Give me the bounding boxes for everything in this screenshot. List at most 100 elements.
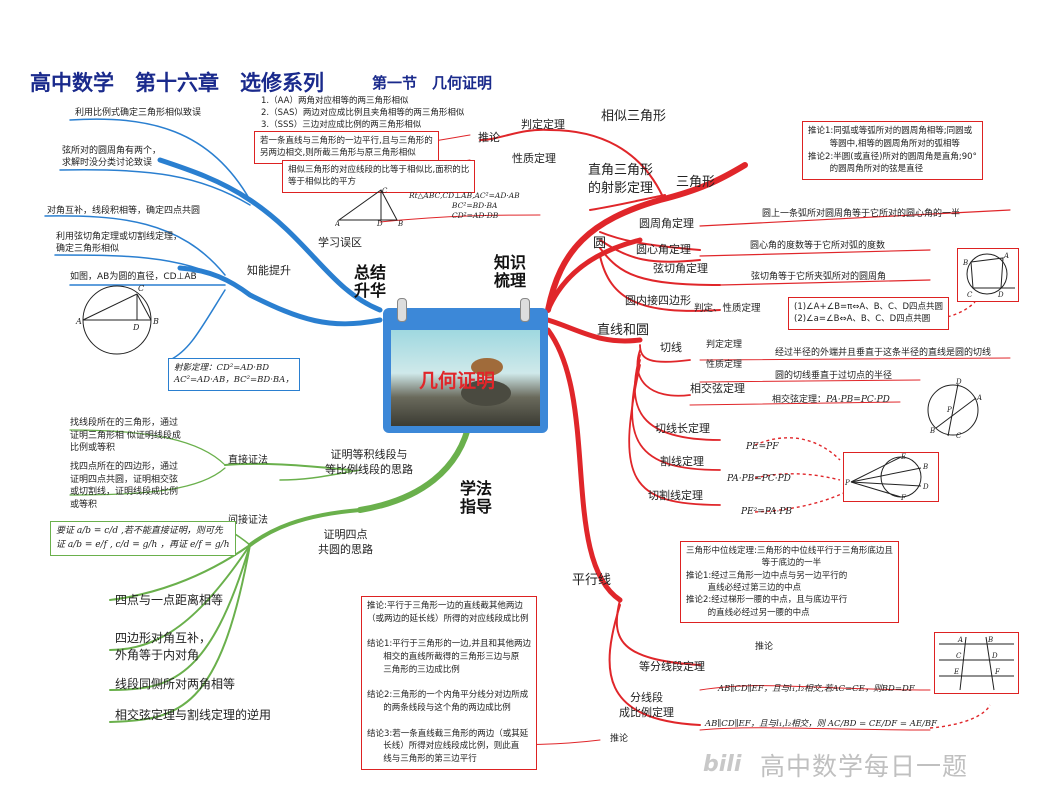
indirect-proof-label: 间接证法 xyxy=(228,515,268,526)
svg-text:B: B xyxy=(929,427,935,435)
tangent-secant-formula: PE²=PA·PB xyxy=(741,507,793,517)
circle-diameter-figure: A B C D xyxy=(75,284,159,355)
stone-shape xyxy=(471,358,503,376)
similar-case-3: 3.（SSS）三边对应成比例的两三角形相似 xyxy=(261,120,422,130)
property-box: 相似三角形的对应线段的比等于相似比,面积的比等于相似比的平方 xyxy=(282,160,476,193)
cyclic-quad-box: (1)∠A+∠B=π⇔A、B、C、D四点共圆(2)∠a=∠B⇔A、B、C、D四点… xyxy=(788,297,950,330)
tangent-length-formula: PE=PF xyxy=(746,442,779,452)
tangent-chord-theorem: 弦切角定理 xyxy=(653,262,708,275)
cyclic-method-4: 相交弦定理与割线定理的逆用 xyxy=(115,708,272,722)
proportional-segment-formula: AB∥CD∥EF，且与l₁,l₂相交，则 AC/BD = CE/DF = AE/… xyxy=(705,719,938,729)
svg-text:D: D xyxy=(132,323,140,332)
mistake-2: 弦所对的圆周角有两个，求解时没分类讨论致误 xyxy=(62,146,162,169)
svg-text:P: P xyxy=(844,479,850,487)
proportional-corollary-box: 推论:平行于三角形一边的直线截其他两边（或两边的延长线）所得的对应线段成比例结论… xyxy=(361,596,537,770)
svg-text:D: D xyxy=(955,378,962,386)
improve-label: 知能提升 xyxy=(247,264,291,277)
equal-segment-theorem: 等分线段定理 xyxy=(639,660,705,673)
mistake-1: 利用比例式确定三角形相似致误 xyxy=(75,108,202,118)
cyclic-quad-label: 圆内接四边形 xyxy=(625,294,691,307)
tangent-property-text: 圆的切线垂直于过切点的半径 xyxy=(775,371,893,381)
central-angle-text: 圆心角的度数等于它所对弧的度数 xyxy=(750,241,886,251)
svg-text:E: E xyxy=(953,668,959,676)
judge-theorem-label: 判定定理 xyxy=(521,118,565,131)
corollary-label: 推论 xyxy=(478,131,500,144)
stone-shape xyxy=(461,380,511,406)
cyclic-method-3: 线段同侧所对两角相等 xyxy=(115,677,236,691)
svg-text:B: B xyxy=(962,259,968,267)
property-theorem-label: 性质定理 xyxy=(512,152,556,165)
triangle-label: 三角形 xyxy=(676,175,716,190)
line-circle-label: 直线和圆 xyxy=(597,323,650,338)
indirect-proof-box: 要证 a/b = c/d ,若不能直接证明，则可先证 a/b = e/f , c… xyxy=(50,521,236,556)
svg-text:B: B xyxy=(397,220,403,226)
equal-segment-formula: AB∥CD∥EF，且与l₁,l₂相交,若AC=CE，则BD=DF xyxy=(718,684,915,694)
tangent-label: 切线 xyxy=(660,341,682,354)
parallel-lines-label: 平行线 xyxy=(572,573,612,588)
svg-text:B: B xyxy=(987,636,993,644)
tangent-judge-label: 判定定理 xyxy=(706,340,743,350)
calendar-ring-left-icon xyxy=(397,298,407,322)
svg-text:C: C xyxy=(382,187,388,195)
intersecting-chords-theorem: 相交弦定理 xyxy=(690,382,745,395)
cyclic-method-2: 四边形对角互补，外角等于内对角 xyxy=(115,631,212,662)
right-triangle-figure: A B C D xyxy=(335,187,403,226)
secant-formula: PA·PB=PC·PD xyxy=(727,474,791,484)
tangent-judge-text: 经过半径的外端并且垂直于这条半径的直线是圆的切线 xyxy=(775,348,992,358)
hub-method: 学法指导 xyxy=(460,479,493,517)
product-proof-label: 证明等积线段与等比例线段的思路 xyxy=(325,448,413,476)
svg-text:C: C xyxy=(956,652,962,660)
direct-proof-label: 直接证法 xyxy=(228,455,268,466)
inscribed-angle-theorem: 圆周角定理 xyxy=(639,217,694,230)
center-banner: 几何证明 xyxy=(383,298,548,433)
svg-text:B: B xyxy=(922,463,928,471)
mistakes-label: 学习误区 xyxy=(318,236,362,249)
parallel-lines-figure: A B C D E F xyxy=(934,632,1019,694)
svg-text:P: P xyxy=(946,406,952,414)
secant-figure: P E F B D xyxy=(843,452,939,502)
tangent-length-theorem: 切线长定理 xyxy=(655,422,710,435)
similar-triangles-label: 相似三角形 xyxy=(601,109,667,124)
cyclic-quad-figure: B A C D xyxy=(957,248,1019,302)
equal-segment-corollary-label: 推论 xyxy=(755,642,774,652)
circle-label: 圆 xyxy=(593,236,607,251)
cyclic-proof-label: 证明四点共圆的思路 xyxy=(318,528,373,556)
svg-text:D: D xyxy=(376,220,383,226)
cyclic-method-1: 四点与一点距离相等 xyxy=(115,593,224,607)
svg-text:C: C xyxy=(956,432,962,438)
right-triangle-formula: Rt△ABC,CD⊥AB,AC²=AD·AB BC²=BD·BA CD²=AD·… xyxy=(409,191,520,220)
inscribed-angle-corollary-box: 推论1:同弧或等弧所对的圆周角相等;同圆或 等圆中,相等的圆周角所对的弧相等推论… xyxy=(802,121,983,180)
svg-text:B: B xyxy=(152,317,159,326)
inscribed-angle-text: 圆上一条弧所对圆周角等于它所对的圆心角的一半 xyxy=(762,209,961,219)
improve-3: 如图，AB为圆的直径，CD⊥AB xyxy=(70,272,197,282)
hub-summary: 总结升华 xyxy=(354,263,387,301)
svg-text:A: A xyxy=(335,220,340,226)
proportional-corollary-label: 推论 xyxy=(610,734,629,744)
page-title: 高中数学 第十六章 选修系列 xyxy=(30,70,324,95)
svg-text:D: D xyxy=(997,291,1004,299)
svg-text:F: F xyxy=(900,494,907,502)
midline-theorem-box: 三角形中位线定理:三角形的中位线平行于三角形底边且 等于底边的一半推论1:经过三… xyxy=(680,541,899,623)
corollary-box: 若一条直线与三角形的一边平行,且与三角形的另两边相交,则所截三角形与原三角形相似 xyxy=(254,131,439,164)
banner-title: 几何证明 xyxy=(419,370,496,392)
improve-1: 对角互补，线段积相等，确定四点共圆 xyxy=(47,206,201,216)
hub-knowledge: 知识梳理 xyxy=(494,253,527,291)
improve-2: 利用弦切角定理或切割线定理，确定三角形相似 xyxy=(56,232,183,255)
direct-proof-1: 找线段所在的三角形，通过证明三角形相 似证明线段成比例或等积 xyxy=(70,418,181,454)
proportional-segment-label: 分线段成比例定理 xyxy=(619,691,674,719)
cyclic-judge-label: 判定、性质定理 xyxy=(694,303,761,314)
svg-text:D: D xyxy=(991,652,998,660)
section-title: 第一节 几何证明 xyxy=(372,74,493,92)
tangent-secant-theorem: 切割线定理 xyxy=(648,489,703,502)
svg-text:A: A xyxy=(1003,252,1009,260)
svg-text:A: A xyxy=(976,394,982,402)
secant-theorem: 割线定理 xyxy=(660,455,704,468)
intersecting-chords-figure: D A B C P xyxy=(927,378,982,438)
tangent-chord-text: 弦切角等于它所夹弧所对的圆周角 xyxy=(751,272,887,282)
bilibili-logo-icon: bili xyxy=(703,752,742,777)
intersecting-chords-text: 相交弦定理：PA·PB=PC·PD xyxy=(772,395,890,405)
svg-text:C: C xyxy=(138,284,144,293)
